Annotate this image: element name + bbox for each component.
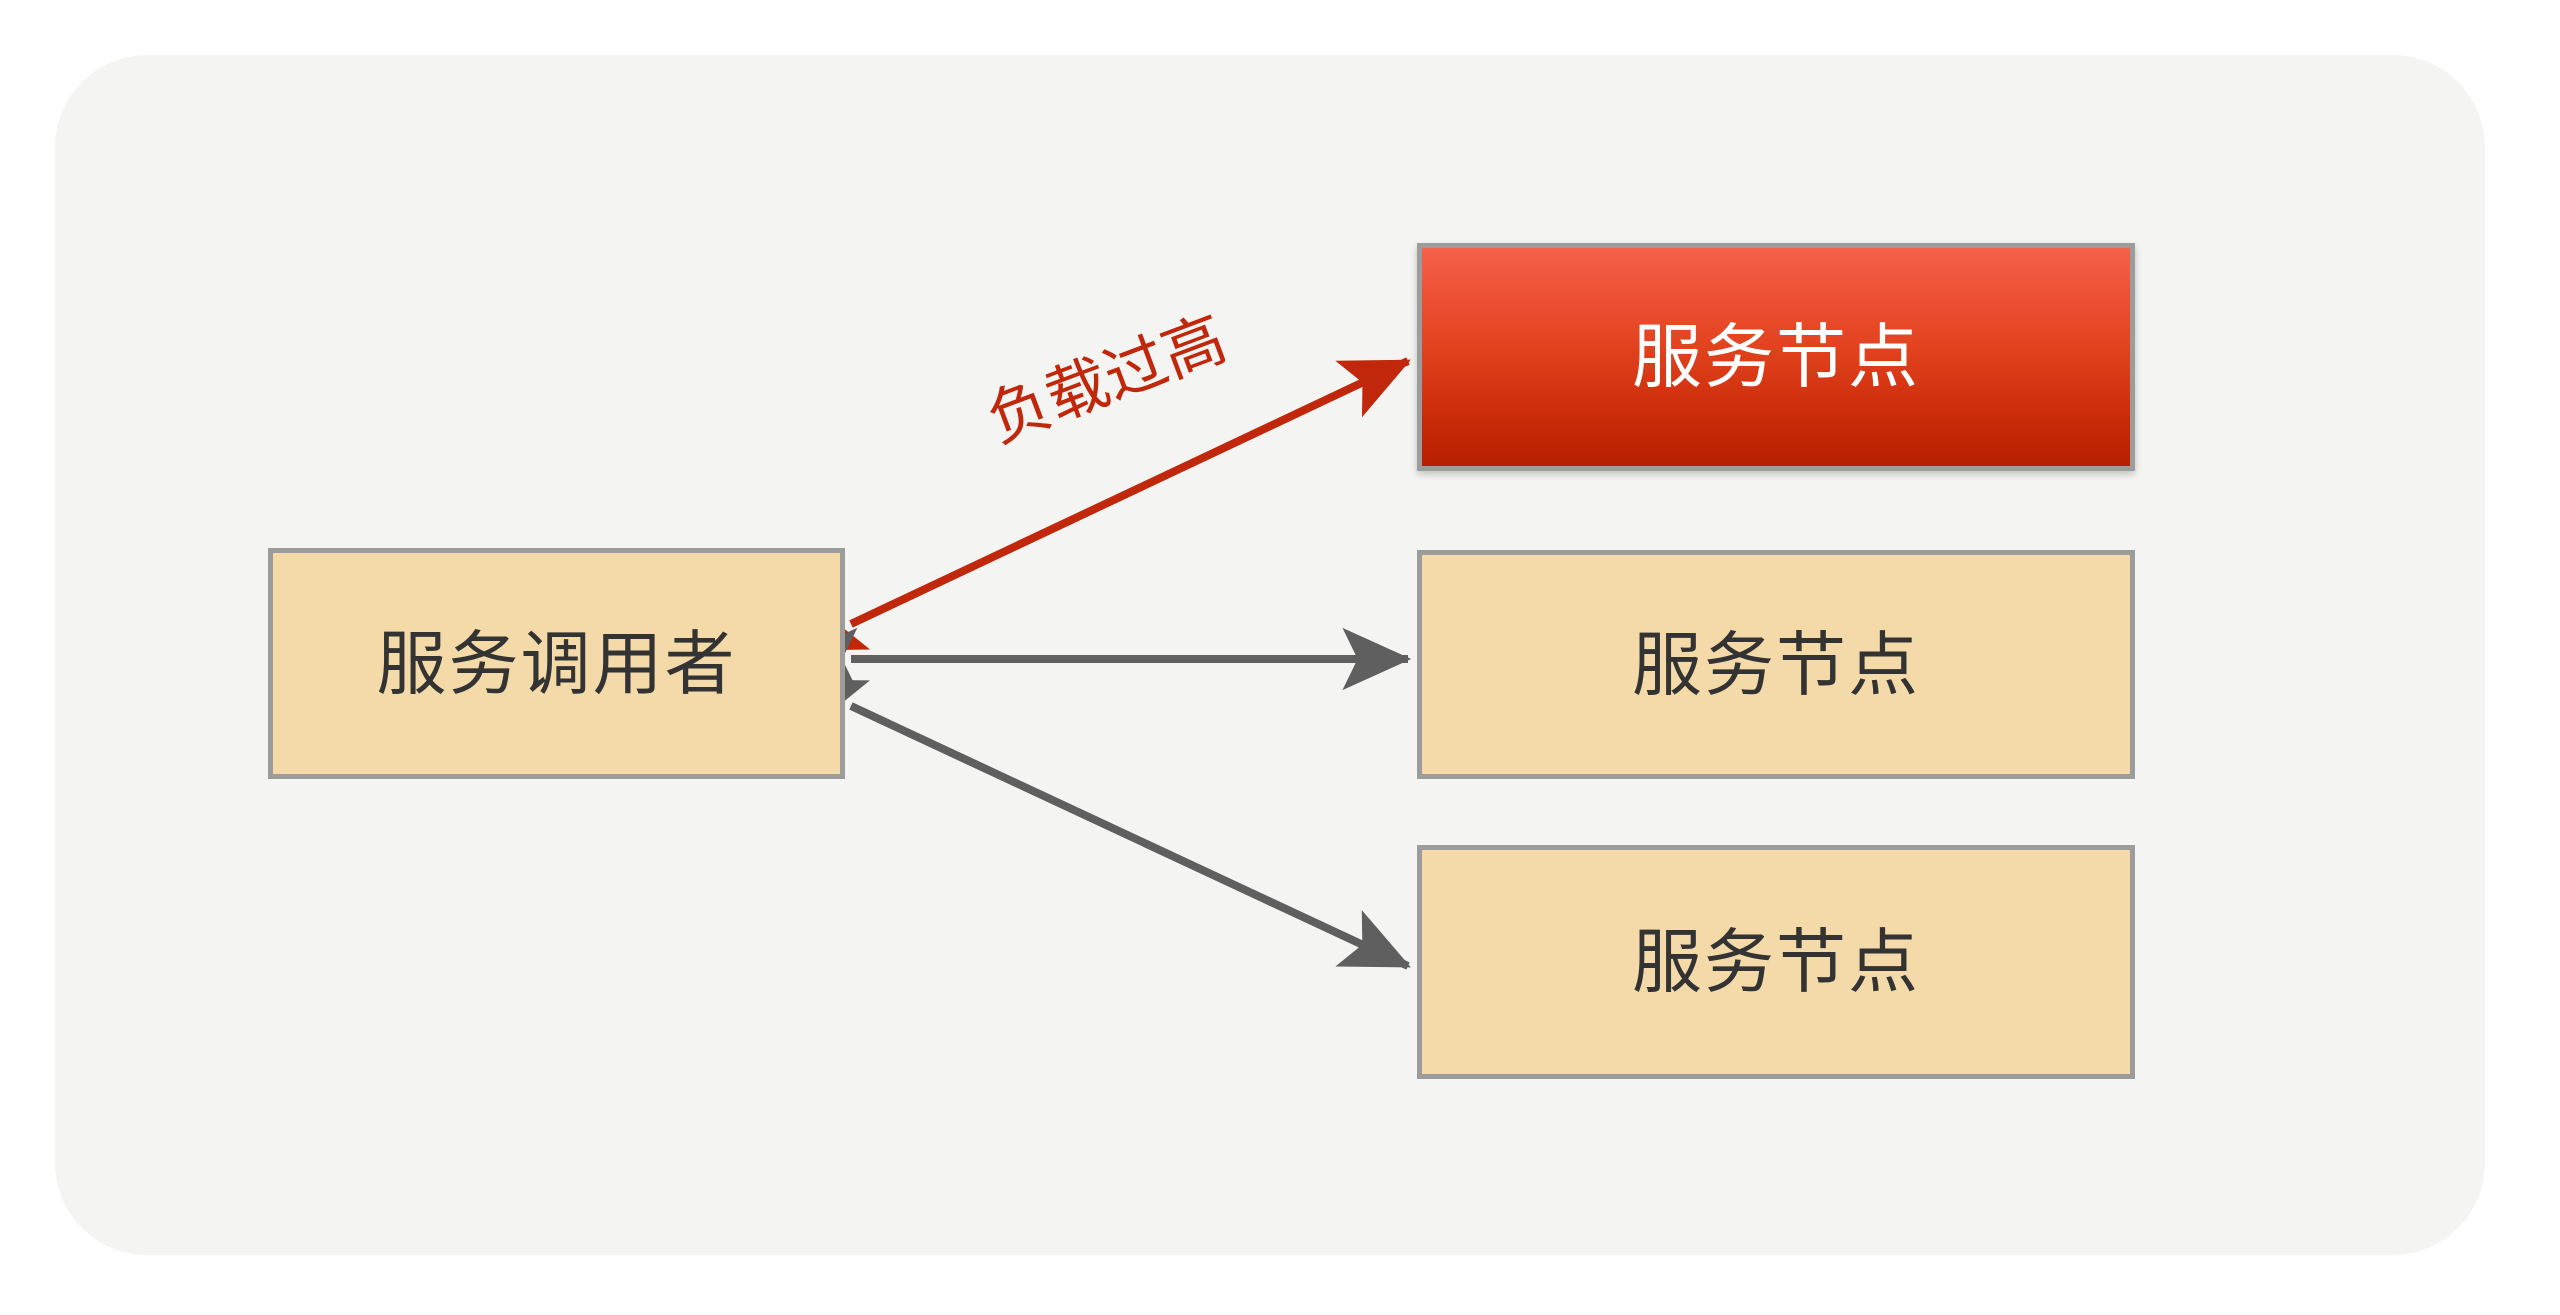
node-service-node-1[interactable]: 服务节点 [1417, 550, 2135, 779]
node-overloaded-service-label: 服务节点 [1632, 318, 1920, 396]
node-service-caller[interactable]: 服务调用者 [268, 548, 845, 779]
node-service-caller-label: 服务调用者 [376, 624, 737, 703]
node-service-node-2-label: 服务节点 [1632, 923, 1920, 1001]
node-service-node-1-label: 服务节点 [1632, 625, 1920, 704]
node-overloaded-service[interactable]: 服务节点 [1417, 243, 2135, 471]
node-service-node-2[interactable]: 服务节点 [1417, 845, 2135, 1079]
